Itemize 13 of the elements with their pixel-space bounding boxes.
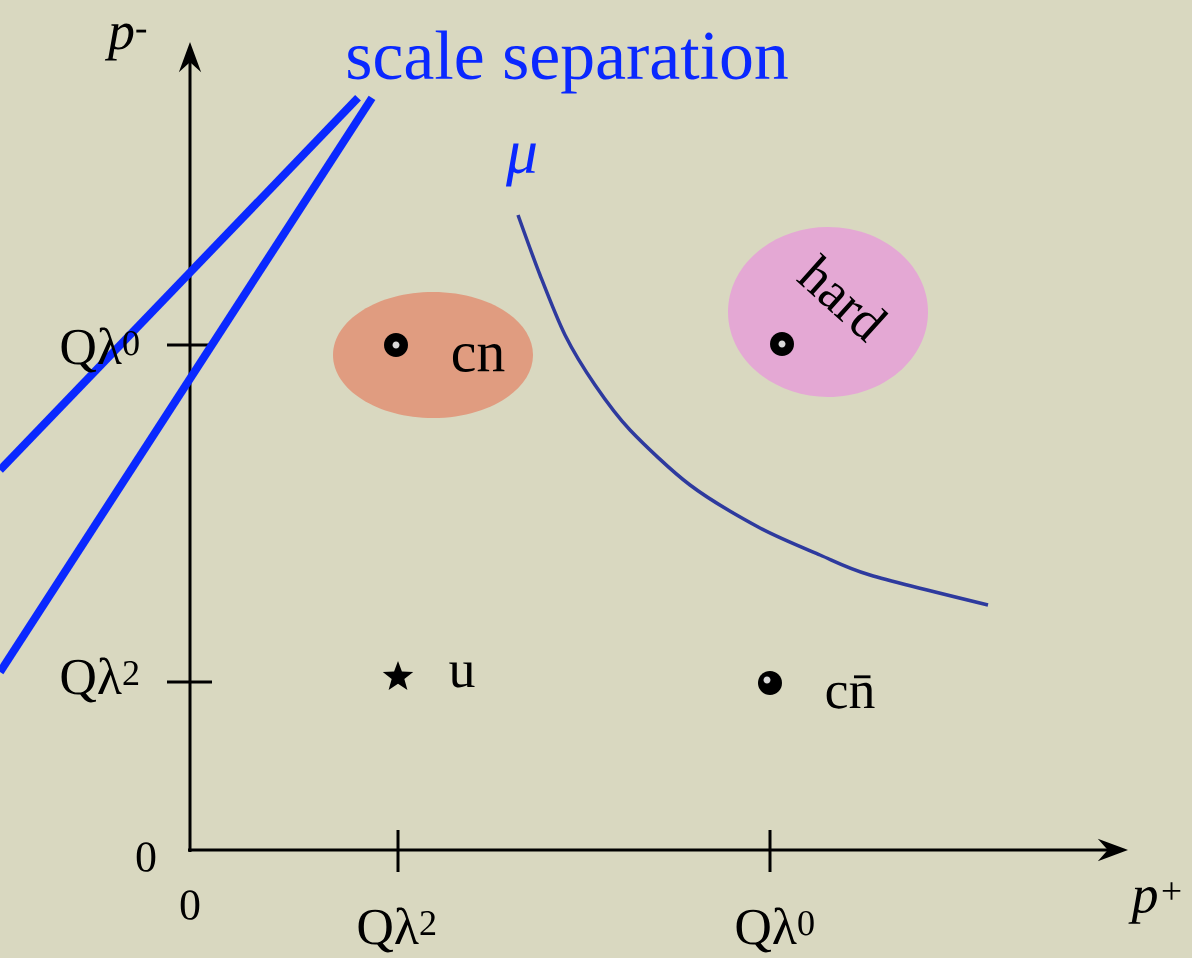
point-label: u <box>449 662 475 688</box>
axis-label: p$^{+}$ <box>1128 882 1181 924</box>
point-label: cn̄ <box>826 675 875 709</box>
tick-label: 0 <box>180 890 200 920</box>
tick-label: 0 <box>136 842 156 872</box>
tick-label: Qλ$^{0}$ <box>736 907 814 953</box>
tick-label: Qλ$^{2}$ <box>358 907 436 953</box>
axis-label: p$^{-}$ <box>104 23 147 61</box>
tick-label: Qλ$^{2}$ <box>61 657 139 703</box>
annotation-text: scale separation <box>348 30 788 94</box>
scale-line <box>0 95 376 675</box>
scale-line <box>0 95 361 473</box>
scale-label: μ <box>505 143 536 187</box>
